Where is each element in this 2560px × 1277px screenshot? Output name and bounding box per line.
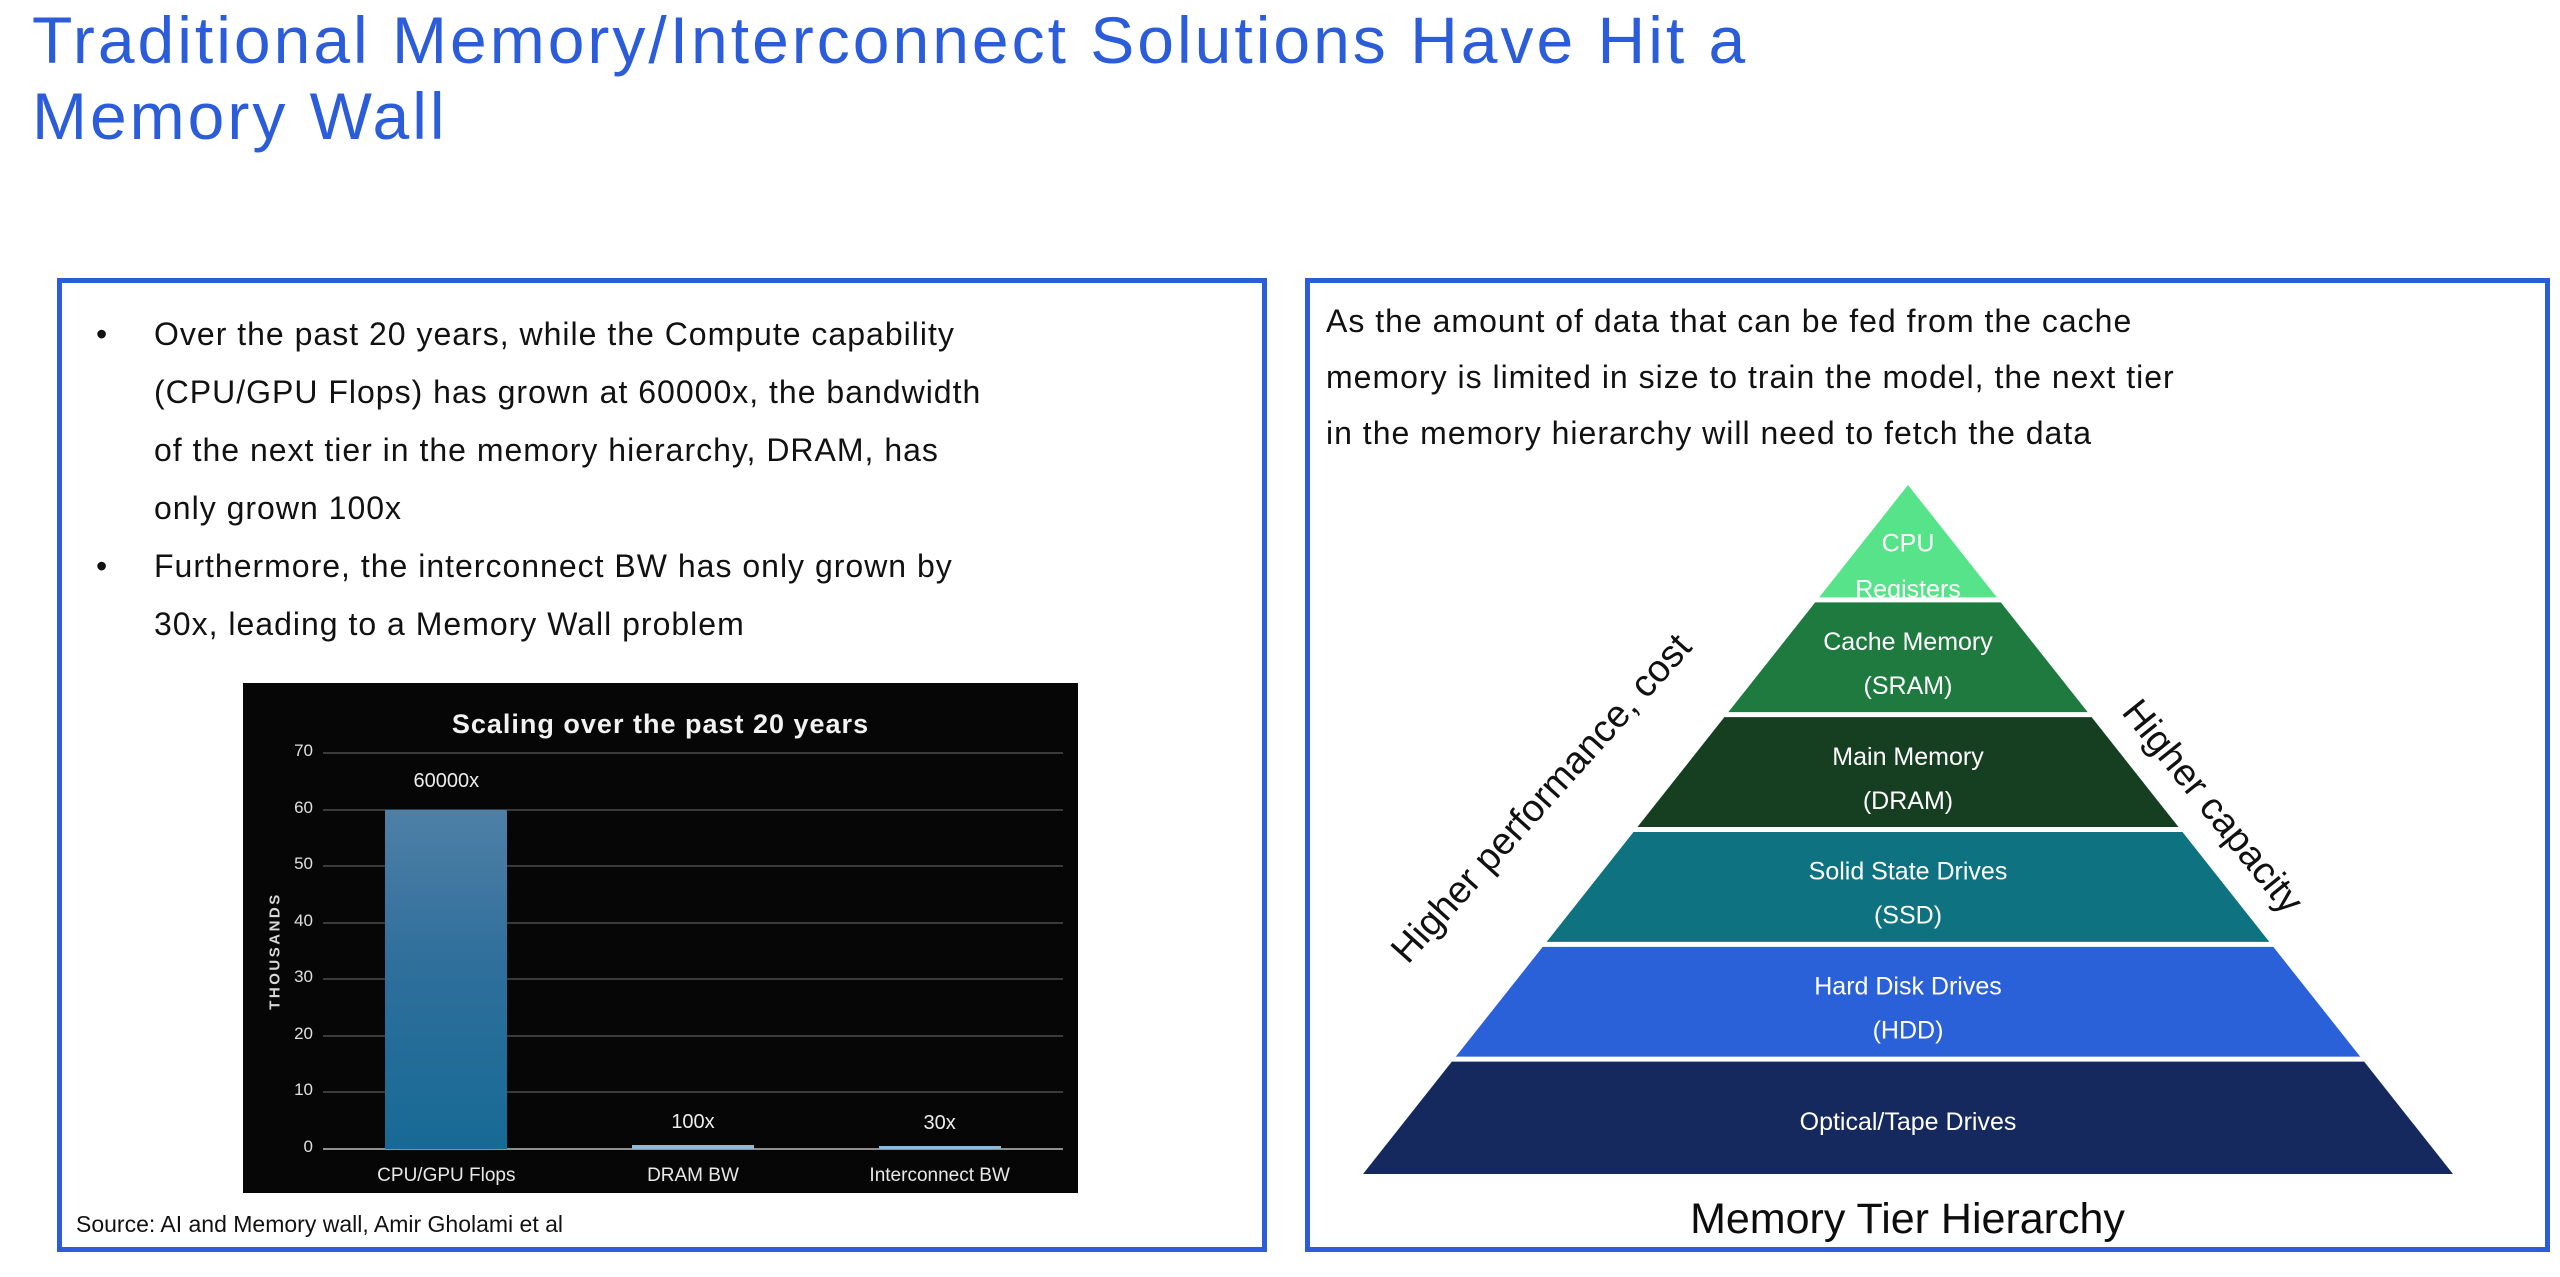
page-title-line-2: Memory Wall xyxy=(32,79,448,153)
page-title: Traditional Memory/Interconnect Solution… xyxy=(32,2,1748,154)
source-note: Source: AI and Memory wall, Amir Gholami… xyxy=(76,1211,564,1237)
chart-title: Scaling over the past 20 years xyxy=(451,709,870,739)
chart-gridline xyxy=(323,1034,1063,1037)
chart-gridline xyxy=(323,1148,1063,1150)
chart-y-tick-label: 0 xyxy=(303,1137,313,1156)
pyramid-tier-label: Main Memory xyxy=(1832,743,1984,771)
chart-y-tick-label: 40 xyxy=(294,910,313,930)
pyramid-tier-label: (HDD) xyxy=(1873,1017,1944,1045)
pyramid-tier-label: Optical/Tape Drives xyxy=(1800,1108,2017,1136)
chart-y-tick-label: 20 xyxy=(294,1023,313,1043)
pyramid-tier xyxy=(1363,1061,2453,1174)
left-panel: Over the past 20 years, while the Comput… xyxy=(57,278,1267,1252)
chart-y-tick-label: 30 xyxy=(294,967,313,987)
right-panel-text: As the amount of data that can be fed fr… xyxy=(1326,303,2175,451)
chart-gridline xyxy=(323,978,1063,981)
pyramid-tier-label: (DRAM) xyxy=(1863,787,1953,815)
pyramid-tier xyxy=(1546,832,2270,942)
pyramid-tier xyxy=(1455,946,2361,1057)
pyramid-tier xyxy=(1819,485,1997,598)
chart-gridline xyxy=(323,1091,1063,1094)
bullet-item: Over the past 20 years, while the Comput… xyxy=(92,305,1257,537)
pyramid-tier-label: Cache Memory xyxy=(1823,628,1993,656)
chart-x-category-label: CPU/GPU Flops xyxy=(377,1165,516,1186)
chart-x-category-label: Interconnect BW xyxy=(869,1165,1010,1186)
bullet-item: Furthermore, the interconnect BW has onl… xyxy=(92,537,1257,653)
pyramid-tier-label: Solid State Drives xyxy=(1809,858,2008,886)
chart-y-tick-label: 50 xyxy=(294,854,313,874)
chart-gridline xyxy=(323,865,1063,868)
chart-bar-value-label: 100x xyxy=(671,1111,715,1133)
pyramid-caption: Memory Tier Hierarchy xyxy=(1690,1195,2125,1243)
chart-y-tick-label: 60 xyxy=(294,797,313,817)
pyramid-tier xyxy=(1637,717,2179,827)
pyramid-tier-label: (SRAM) xyxy=(1864,672,1953,700)
pyramid-tier-label: (SSD) xyxy=(1874,902,1942,930)
chart-bar xyxy=(878,1146,1001,1149)
scaling-chart: Scaling over the past 20 years THOUSANDS… xyxy=(243,683,1078,1193)
pyramid-tier-label: Hard Disk Drives xyxy=(1814,973,2002,1001)
chart-x-category-label: DRAM BW xyxy=(647,1165,739,1186)
pyramid-tier xyxy=(1728,602,2088,713)
chart-y-tick-label: 70 xyxy=(294,741,313,760)
chart-gridline xyxy=(323,921,1063,924)
bullet-list: Over the past 20 years, while the Comput… xyxy=(92,305,1257,653)
chart-y-tick-label: 10 xyxy=(294,1080,313,1100)
pyramid-tier-label: CPU xyxy=(1882,529,1935,557)
chart-bar-value-label: 60000x xyxy=(413,770,480,792)
chart-gridline xyxy=(323,752,1063,754)
chart-bar-value-label: 30x xyxy=(923,1112,956,1134)
chart-bar xyxy=(632,1145,754,1149)
right-panel: As the amount of data that can be fed fr… xyxy=(1305,278,2550,1252)
page-title-line-1: Traditional Memory/Interconnect Solution… xyxy=(32,3,1749,77)
chart-bar xyxy=(385,810,508,1149)
chart-gridline xyxy=(323,808,1063,811)
pyramid-tier-label: Registers xyxy=(1855,575,1961,603)
